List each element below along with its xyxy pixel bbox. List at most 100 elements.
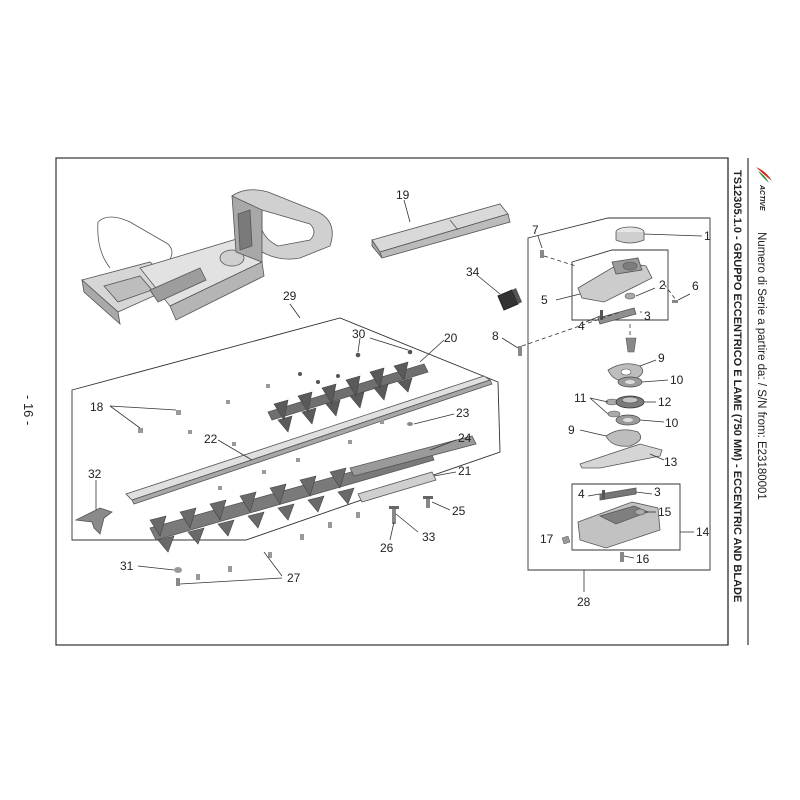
part-23-washer bbox=[407, 422, 413, 426]
leader-2 bbox=[635, 287, 656, 297]
part-19-blade-cover bbox=[371, 203, 511, 259]
part-27-screw bbox=[176, 578, 180, 586]
callout-21: 21 bbox=[458, 464, 472, 478]
leader-19 bbox=[403, 199, 411, 223]
leader-4b bbox=[587, 493, 601, 497]
part-11-spacer-b bbox=[607, 410, 621, 418]
leader-10b bbox=[639, 419, 665, 423]
brand-swoosh-icon bbox=[756, 167, 772, 181]
part-16-screw bbox=[620, 552, 624, 562]
callout-34: 34 bbox=[466, 265, 480, 279]
callout-33: 33 bbox=[422, 530, 436, 544]
part-9-connecting-rod-lower bbox=[605, 429, 642, 447]
hedge-trimmer-body-illustration bbox=[81, 189, 333, 326]
leader-31 bbox=[137, 565, 175, 571]
callout-9b: 9 bbox=[568, 423, 575, 437]
brand-wordmark: ACTIVE bbox=[758, 184, 765, 211]
part-18-spacer-b bbox=[176, 410, 181, 415]
leader-18a bbox=[109, 405, 141, 429]
leader-29 bbox=[289, 303, 301, 319]
callout-7: 7 bbox=[532, 223, 539, 237]
callout-6: 6 bbox=[692, 279, 699, 293]
leader-4 bbox=[585, 315, 601, 323]
part-14-subgroup-outline bbox=[571, 483, 681, 551]
callout-16: 16 bbox=[636, 552, 650, 566]
callout-31: 31 bbox=[120, 559, 134, 573]
leader-21 bbox=[433, 471, 457, 477]
part-21-guide-strip bbox=[357, 471, 437, 503]
callout-2: 2 bbox=[659, 278, 666, 292]
callout-24: 24 bbox=[458, 431, 472, 445]
callout-13: 13 bbox=[664, 455, 678, 469]
callout-4b: 4 bbox=[578, 487, 585, 501]
leader-27b bbox=[263, 551, 283, 577]
callout-26: 26 bbox=[380, 541, 394, 555]
callout-11: 11 bbox=[574, 391, 587, 405]
leader-20 bbox=[419, 339, 445, 363]
part-7-screw bbox=[540, 250, 544, 258]
callout-32: 32 bbox=[88, 467, 102, 481]
part-6-screw bbox=[672, 300, 678, 303]
part-4-pin-lower bbox=[602, 490, 605, 499]
callout-29: 29 bbox=[283, 289, 297, 303]
callout-28: 28 bbox=[577, 595, 591, 609]
part-30-rivets bbox=[298, 349, 413, 384]
leader-6 bbox=[677, 293, 691, 301]
leader-27a bbox=[179, 577, 283, 585]
page-number: - 16 - bbox=[21, 395, 36, 425]
callout-30: 30 bbox=[352, 327, 366, 341]
leader-25 bbox=[431, 501, 451, 511]
leader-18b bbox=[109, 405, 177, 411]
leader-11b bbox=[589, 397, 609, 415]
leader-8 bbox=[501, 337, 519, 349]
part-8-screw bbox=[518, 346, 522, 356]
part-5-subgroup-outline bbox=[571, 249, 669, 321]
part-34-knob bbox=[497, 288, 522, 311]
callout-14: 14 bbox=[696, 525, 710, 539]
leader-9 bbox=[639, 359, 657, 367]
callout-27: 27 bbox=[287, 571, 301, 585]
part-1-ring bbox=[615, 226, 645, 244]
part-3-plate-lower bbox=[599, 487, 637, 501]
assembly-line-b bbox=[521, 311, 621, 347]
leader-16 bbox=[623, 555, 635, 559]
leader-34 bbox=[477, 275, 501, 295]
leader-11a bbox=[589, 397, 609, 403]
callout-22: 22 bbox=[204, 432, 218, 446]
leader-9b bbox=[579, 429, 607, 437]
callout-9: 9 bbox=[658, 351, 665, 365]
leader-7 bbox=[537, 235, 543, 249]
leader-22 bbox=[217, 439, 253, 461]
part-3-plate bbox=[597, 307, 637, 325]
leader-33 bbox=[395, 513, 419, 533]
part-10-bearing bbox=[617, 376, 643, 388]
part-15-washer bbox=[634, 508, 646, 516]
part-31-washer bbox=[174, 567, 182, 573]
assembly-line-c bbox=[663, 283, 677, 301]
callout-10: 10 bbox=[670, 373, 684, 387]
callout-5: 5 bbox=[541, 293, 548, 307]
leader-30a bbox=[357, 337, 361, 353]
callout-23: 23 bbox=[456, 406, 470, 420]
part-18-spacer bbox=[138, 428, 143, 433]
part-4-pin bbox=[600, 310, 603, 320]
callout-1: 1 bbox=[704, 229, 711, 243]
leader-5 bbox=[555, 293, 581, 301]
callout-25: 25 bbox=[452, 504, 466, 518]
callout-8: 8 bbox=[492, 329, 499, 343]
leader-10 bbox=[641, 379, 669, 383]
leader-23 bbox=[413, 413, 455, 425]
callout-10b: 10 bbox=[665, 416, 679, 430]
diagram-title: TS12305.1.0 - GRUPPO ECCENTRICO E LAME (… bbox=[731, 170, 743, 602]
part-26-bolt bbox=[389, 506, 399, 524]
serial-number-text: Numero di Serie a partire da: / S/N from… bbox=[755, 232, 767, 500]
part-32-bracket bbox=[74, 507, 113, 535]
leader-1 bbox=[643, 233, 703, 237]
part-13-link-plate bbox=[579, 443, 663, 469]
part-10-bearing-lower bbox=[615, 414, 641, 426]
leader-24 bbox=[429, 439, 457, 451]
callout-12: 12 bbox=[658, 395, 672, 409]
callout-20: 20 bbox=[444, 331, 458, 345]
brand-logo: ACTIVE bbox=[756, 167, 772, 211]
leader-26 bbox=[389, 521, 395, 541]
